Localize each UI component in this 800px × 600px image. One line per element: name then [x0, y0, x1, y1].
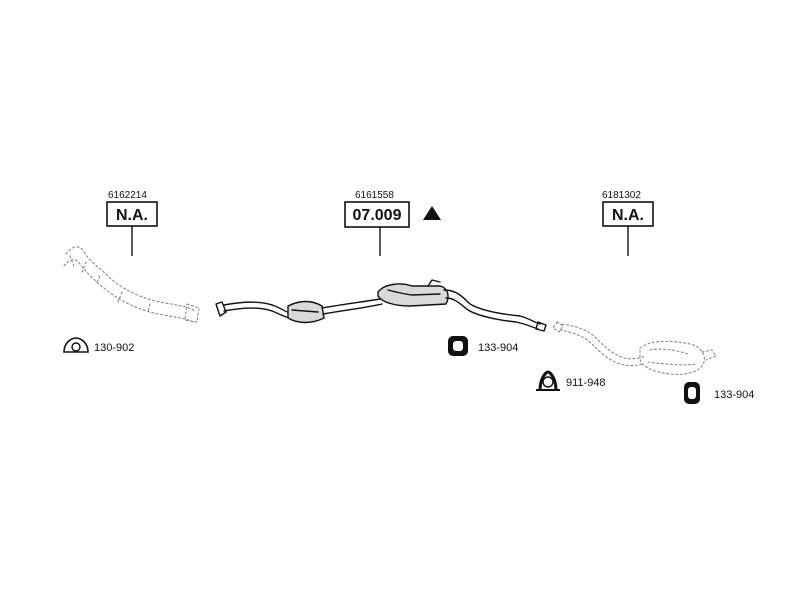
- front-pipe-outline: [63, 246, 200, 323]
- code-box[interactable]: [344, 201, 410, 228]
- pipe-clamp-icon: [536, 370, 560, 391]
- part-reference-number: 6181302: [602, 190, 641, 201]
- part-rubber-mount[interactable]: 133-904: [448, 336, 518, 356]
- part-number: 130-902: [94, 342, 134, 354]
- code-box-label: N.A.: [612, 207, 644, 224]
- middle-pipe-drawing: [215, 279, 547, 332]
- part-reference-number: 6162214: [108, 190, 147, 201]
- section-middle-pipe: 6161558 07.009: [215, 190, 547, 332]
- part-rubber-mount[interactable]: 133-904: [684, 382, 754, 404]
- code-box[interactable]: [602, 201, 654, 227]
- code-box-label: 07.009: [353, 207, 402, 224]
- part-number: 133-904: [714, 389, 754, 401]
- part-gasket[interactable]: 130-902: [63, 337, 134, 354]
- catalytic-converter-outline: [552, 321, 717, 375]
- section-catalytic-converter: 6181302 N.A.: [552, 190, 717, 375]
- rubber-mount-icon: [448, 336, 468, 356]
- gasket-icon: [63, 337, 89, 353]
- warning-triangle-icon: [423, 206, 441, 220]
- part-reference-number: 6161558: [355, 190, 394, 201]
- part-number: 133-904: [478, 342, 518, 354]
- part-number: 911-948: [566, 377, 606, 389]
- rubber-mount-icon: [684, 382, 700, 404]
- code-box-label: N.A.: [116, 207, 148, 224]
- section-front-pipe: 6162214 N.A.: [63, 190, 200, 323]
- part-pipe-clamp[interactable]: 911-948: [536, 370, 606, 391]
